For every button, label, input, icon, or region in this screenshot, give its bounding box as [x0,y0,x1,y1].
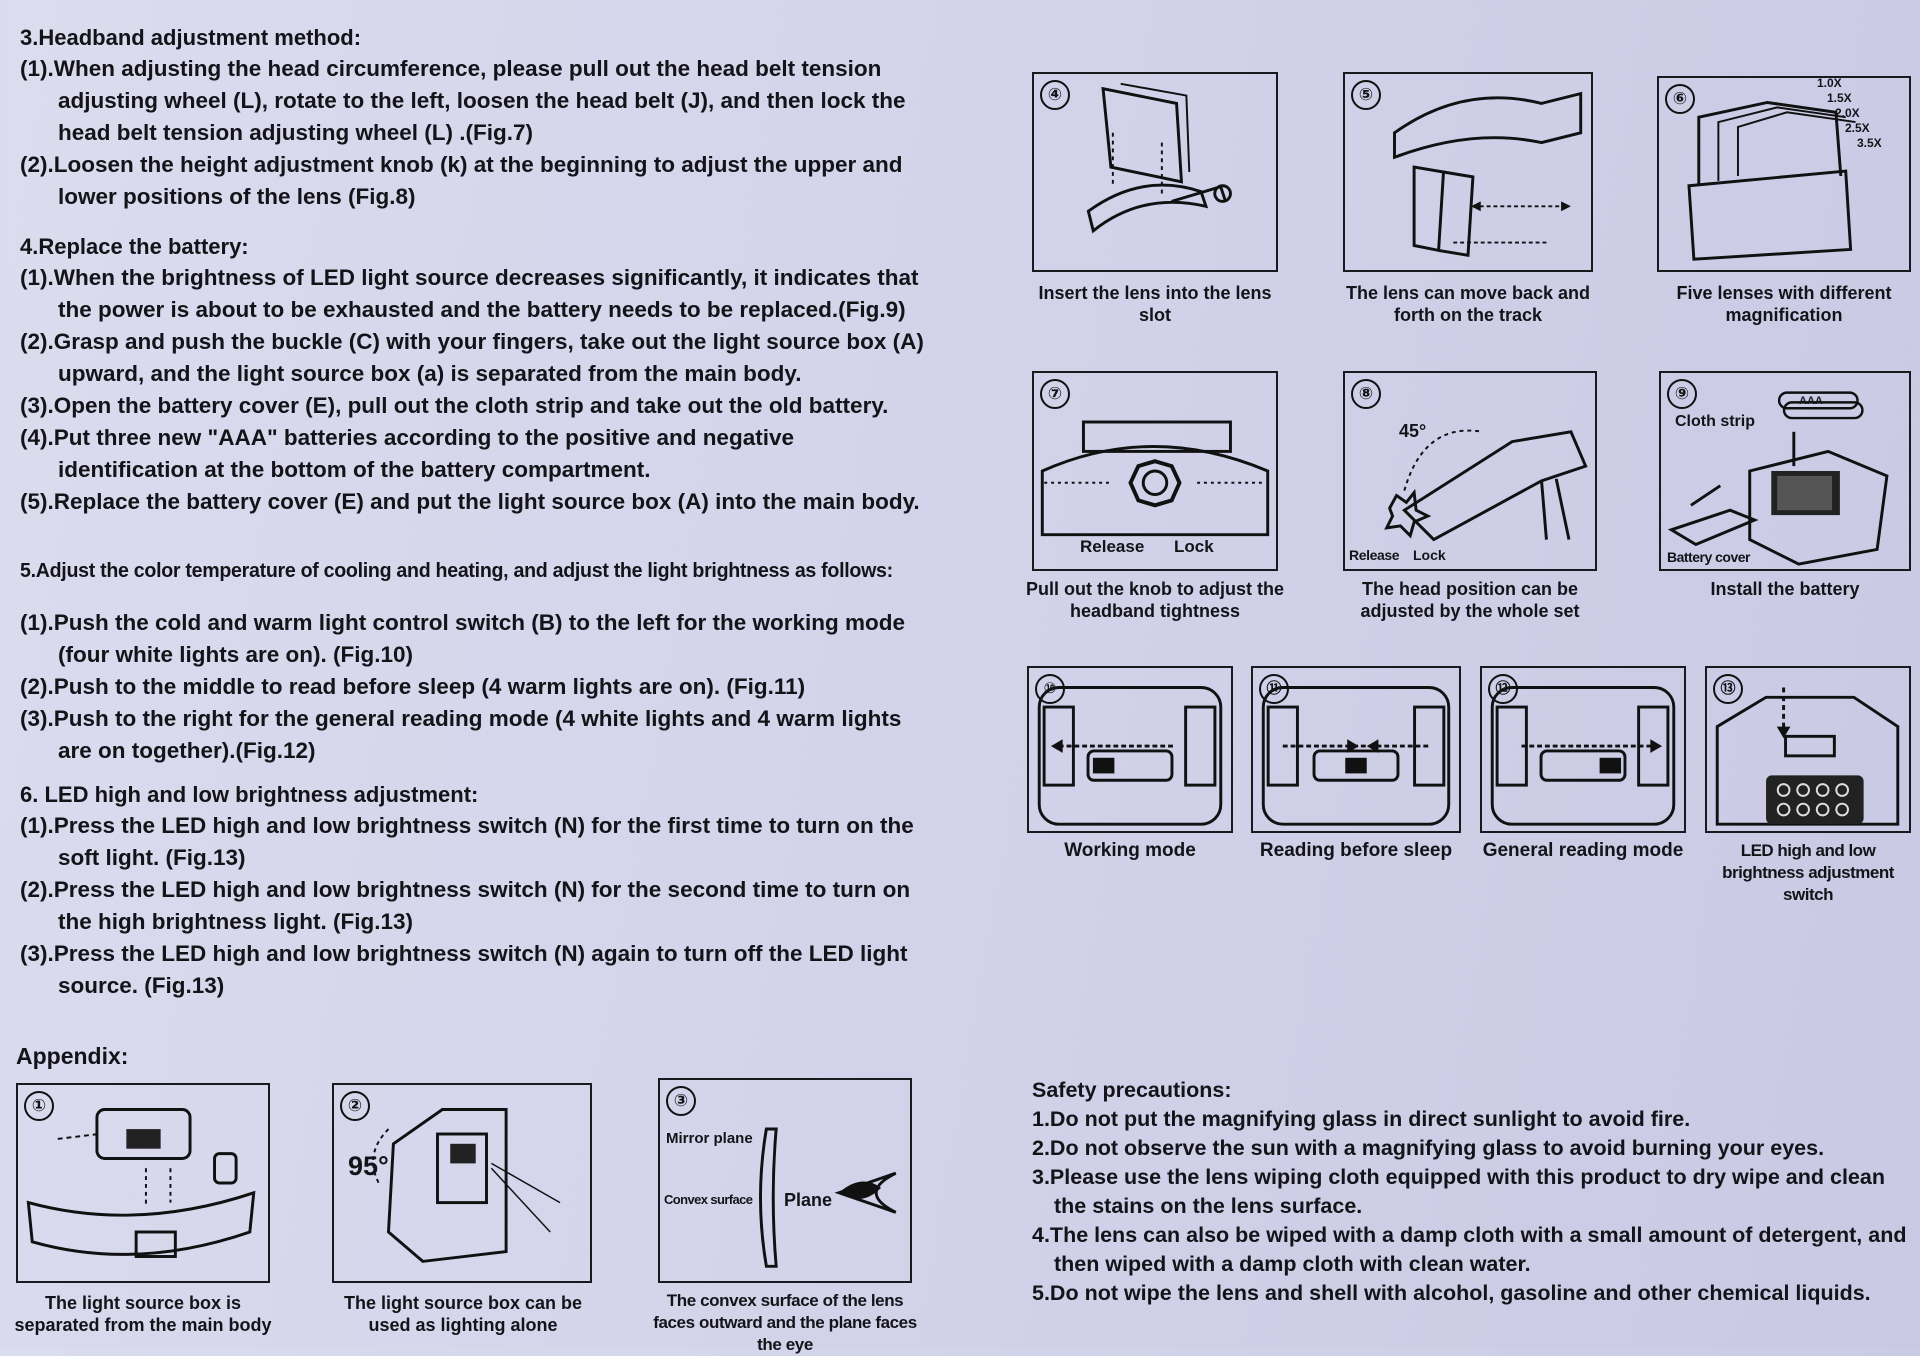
section3-item: (1).When adjusting the head circumferenc… [20,56,906,145]
figure-9: ⑨ Cloth strip Battery cover AAA [1659,371,1911,571]
figure-number: ① [24,1091,54,1121]
battery-install-illustration [1667,391,1889,566]
section5-item: (3).Push to the right for the general re… [20,706,902,763]
appendix-figure-2: ② 95° [332,1083,592,1283]
mag-label: 1.0X [1817,76,1842,90]
convex-surface-label: Convex surface [664,1192,753,1207]
figure-11-caption: Reading before sleep [1259,840,1453,861]
mag-label: 3.5X [1857,136,1882,150]
section5-title: 5.Adjust the color temperature of coolin… [20,560,893,582]
figure-4-caption: Insert the lens into the lens slot [1038,283,1272,325]
figure-13: ⑬ [1705,666,1911,833]
section4-item: (5).Replace the battery cover (E) and pu… [20,489,920,514]
figure-8: ⑧ 45° Release Lock [1343,371,1597,571]
mirror-plane-label: Mirror plane [666,1130,753,1147]
figure-6-caption: Five lenses with different magnification [1676,283,1892,325]
angle-label: 95° [348,1151,389,1181]
section6-title: 6. LED high and low brightness adjustmen… [20,782,479,807]
figure-5: ⑤ [1343,72,1593,272]
figure-number: ⑥ [1665,84,1695,114]
section3-item: (2).Loosen the height adjustment knob (k… [20,152,903,209]
figure-10-caption: Working mode [1064,840,1196,861]
lens-orientation-illustration [759,1127,897,1268]
appendix-caption-3: The convex surface of the lens faces out… [653,1291,917,1354]
figure-number: ⑨ [1667,379,1697,409]
figure-number: ⑦ [1040,379,1070,409]
light-box-separation-illustration [26,1108,256,1258]
cloth-strip-label: Cloth strip [1675,413,1755,430]
release-label: Release [1349,547,1400,563]
angle-label: 45° [1399,421,1427,441]
five-lenses-illustration [1687,100,1856,261]
led-switch-illustration [1715,687,1900,826]
mag-label: 2.5X [1845,121,1870,135]
figure-number: ③ [666,1086,696,1116]
figure-number: ⑧ [1351,379,1381,409]
instructions-column: 3.Headband adjustment method: (1).When a… [20,22,925,1002]
safety-title: Safety precautions: [1032,1078,1232,1102]
plane-label: Plane [784,1190,833,1210]
figure-number: ⑫ [1488,674,1518,704]
safety-precautions: Safety precautions: 1.Do not put the mag… [1032,1076,1912,1308]
battery-cover-label: Battery cover [1667,549,1751,565]
figure-number: ⑤ [1351,80,1381,110]
lens-track-illustration [1393,91,1583,258]
appendix-title: Appendix: [16,1043,129,1069]
standalone-light-illustration [372,1108,561,1263]
figure-5-caption: The lens can move back and forth on the … [1345,283,1591,325]
section4-title: 4.Replace the battery: [20,234,249,259]
section5-item: (2).Push to the middle to read before sl… [20,674,806,699]
figure-number: ④ [1040,80,1070,110]
figure-8-caption: The head position can be adjusted by the… [1360,579,1580,621]
lock-label: Lock [1174,537,1214,556]
figure-12: ⑫ [1480,666,1686,833]
safety-item: 2.Do not observe the sun with a magnifyi… [1032,1136,1825,1160]
mag-label: 1.5X [1827,91,1852,105]
safety-item: 3.Please use the lens wiping cloth equip… [1032,1165,1885,1218]
figure-6: ⑥ 1.0X 1.5X 2.0X 2.5X 3.5X [1657,76,1911,272]
lock-label: Lock [1413,547,1446,563]
section4-item: (3).Open the battery cover (E), pull out… [20,393,889,418]
general-reading-illustration [1490,686,1676,826]
headband-knob-illustration [1040,420,1270,537]
reading-before-sleep-illustration [1261,686,1451,826]
figure-number: ⑩ [1035,674,1065,704]
section5-item: (1).Push the cold and warm light control… [20,610,906,667]
figure-13-caption: LED high and low brightness adjustment s… [1722,841,1894,904]
section4-item: (4).Put three new "AAA" batteries accord… [20,425,794,482]
figure-4: ④ [1032,72,1278,272]
figure-number: ⑬ [1713,674,1743,704]
section4-item: (2).Grasp and push the buckle (C) with y… [20,329,924,386]
figure-7-caption: Pull out the knob to adjust the headband… [1026,579,1284,621]
figure-9-caption: Install the battery [1710,579,1860,599]
head-position-illustration [1384,429,1588,542]
figure-number: ⑪ [1259,674,1289,704]
release-label: Release [1080,537,1145,556]
safety-item: 4.The lens can also be wiped with a damp… [1032,1223,1907,1276]
figure-11: ⑪ [1251,666,1461,833]
appendix-figure-1: ① [16,1083,270,1283]
mag-label: 2.0X [1835,106,1860,120]
section3-title: 3.Headband adjustment method: [20,25,362,50]
safety-item: 5.Do not wipe the lens and shell with al… [1032,1281,1871,1305]
section6-item: (2).Press the LED high and low brightnes… [20,877,911,934]
appendix-figure-3: ③ Mirror plane Convex surface Plane [658,1078,912,1283]
appendix-caption-2: The light source box can be used as ligh… [343,1293,583,1335]
section6-item: (3).Press the LED high and low brightnes… [20,941,908,998]
section6-item: (1).Press the LED high and low brightnes… [20,813,914,870]
figure-7: ⑦ Release Lock [1032,371,1278,571]
lens-insert-illustration [1086,82,1232,234]
figure-12-caption: General reading mode [1482,840,1684,861]
safety-item: 1.Do not put the magnifying glass in dir… [1032,1107,1691,1131]
figure-number: ② [340,1091,370,1121]
working-mode-illustration [1037,686,1223,826]
section4-item: (1).When the brightness of LED light sou… [20,265,919,322]
appendix-caption-1: The light source box is separated from t… [14,1293,272,1335]
aaa-label: AAA [1799,395,1823,407]
figure-10: ⑩ [1027,666,1233,833]
